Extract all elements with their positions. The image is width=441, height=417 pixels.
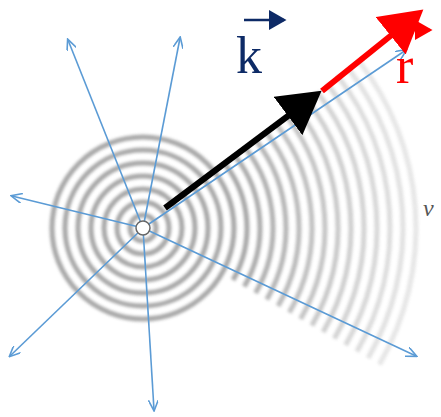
vector-label: k	[236, 30, 262, 82]
wave-ring	[338, 76, 390, 352]
ray-arrows	[10, 38, 416, 410]
wave-ring	[225, 164, 247, 280]
wave-ring	[65, 150, 221, 306]
wave-ring	[245, 148, 273, 293]
wave-ring	[256, 140, 286, 300]
wave-ring	[327, 84, 377, 345]
wave-ring	[348, 68, 403, 358]
wave-ring	[52, 137, 234, 319]
wave-ring	[91, 176, 195, 280]
wave-ring	[235, 156, 260, 287]
point-source	[136, 221, 150, 235]
vector-accent	[398, 29, 430, 32]
wave-ring	[358, 60, 416, 365]
wave-ring	[78, 163, 208, 293]
vector-accent	[244, 19, 284, 22]
k-vector	[165, 98, 312, 208]
speed-label: v	[423, 196, 434, 220]
r-vector	[322, 17, 414, 91]
wave-ring	[266, 132, 299, 306]
wave-fronts	[52, 60, 416, 365]
vector-label: r	[396, 40, 413, 92]
